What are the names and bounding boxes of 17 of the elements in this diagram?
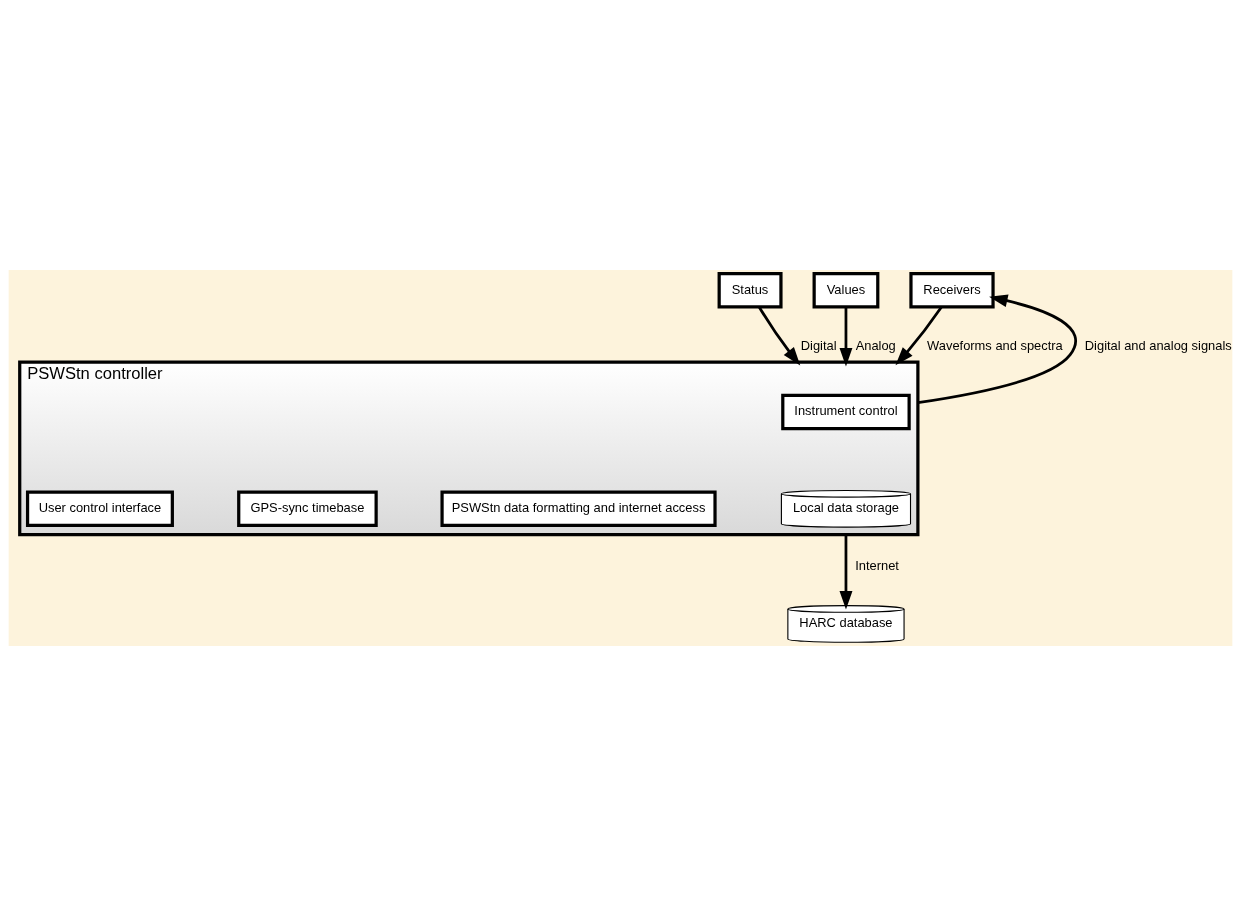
edge-label: Waveforms and spectra [927, 337, 1063, 353]
arrow [839, 534, 853, 610]
node-box: User control interface [25, 490, 174, 527]
node-box: Instrument control [781, 393, 911, 431]
arrow [758, 306, 801, 366]
arrow [839, 307, 853, 367]
arrow [895, 306, 943, 366]
edge-label: Analog [855, 337, 896, 353]
node-box: PSWStn data formatting and internet access [440, 490, 717, 527]
arrow [917, 294, 1077, 404]
node-box: Status [717, 272, 783, 309]
node-box: GPS-sync timebase [237, 490, 378, 527]
edge-label: Digital and analog signals [1084, 337, 1232, 353]
node-box: Receivers [909, 272, 995, 309]
edge-label: Internet [855, 558, 899, 574]
edge-label: Digital [800, 337, 837, 353]
node-box: Values [812, 272, 880, 309]
